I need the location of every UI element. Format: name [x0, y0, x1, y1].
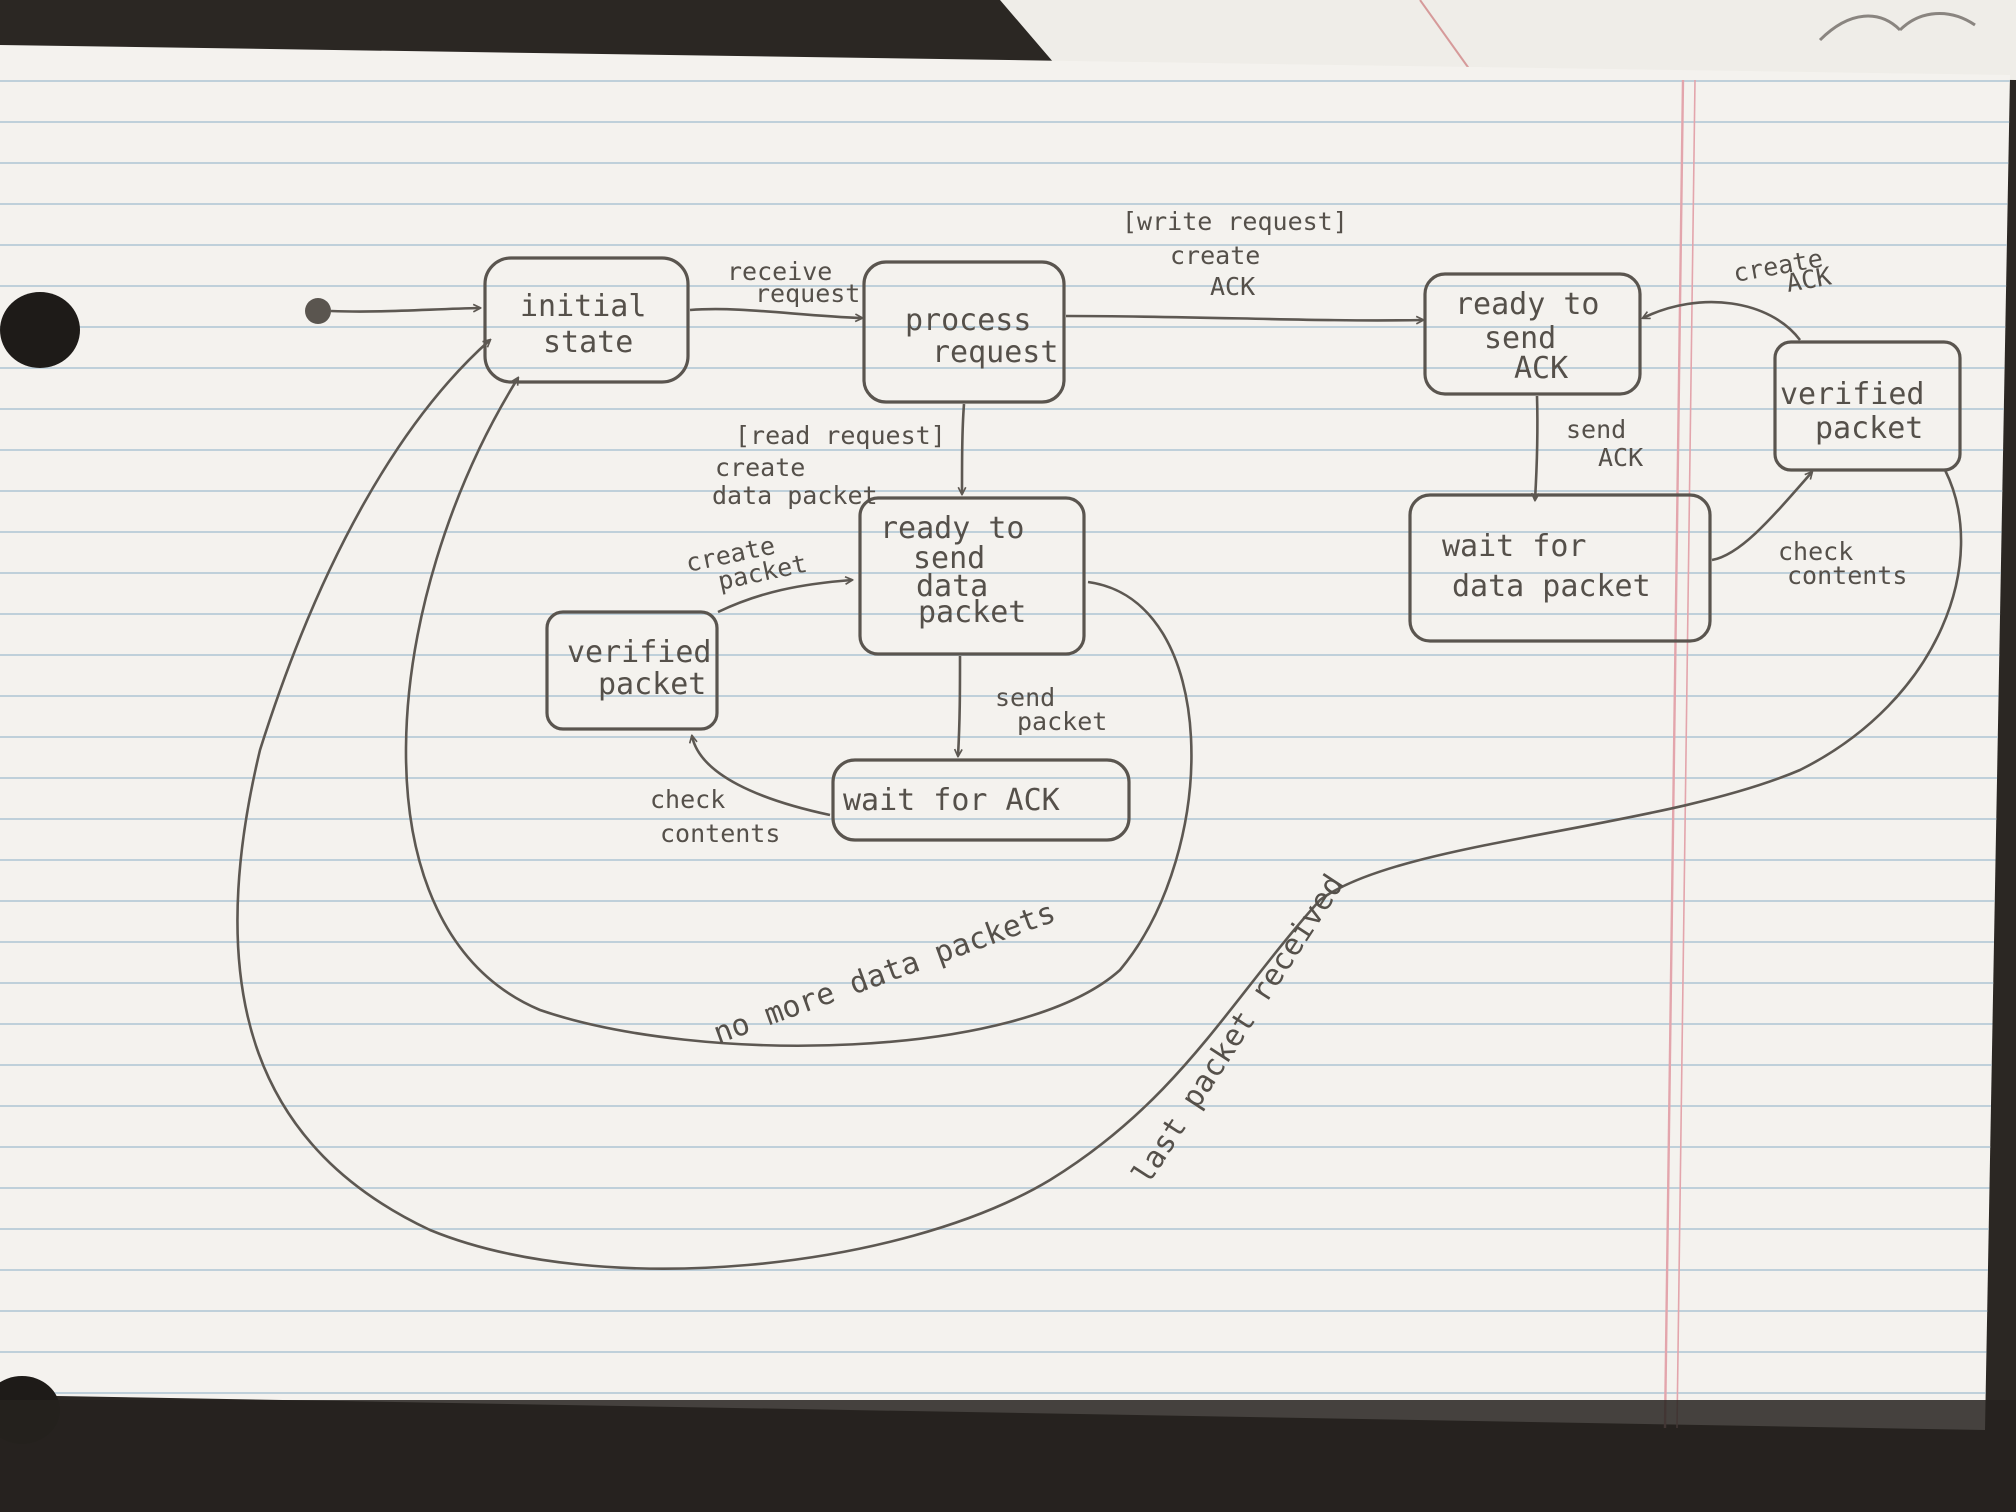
- label-read-request-2: create: [715, 453, 805, 482]
- arrow-no-more-data-packets: [404, 378, 1193, 1047]
- state-wait-data-line1: wait for: [1442, 529, 1587, 564]
- arrow-process-to-ready-ack: [1065, 314, 1423, 320]
- state-box-verified-packet-left: [545, 610, 719, 731]
- arrow-verified-to-ready-ack: [1643, 300, 1802, 341]
- state-ready-ack-line3: ACK: [1514, 351, 1568, 386]
- notebook-paper: [0, 45, 2016, 1512]
- arrow-process-to-ready-data: [962, 403, 964, 494]
- state-initial-line1: initial: [520, 289, 646, 324]
- arrow-wait-ack-to-verified: [692, 736, 831, 817]
- state-box-wait-for-ack: [831, 758, 1131, 842]
- state-box-ready-to-send-data: [858, 496, 1086, 656]
- state-ready-ack-line2: send: [1484, 321, 1556, 356]
- state-wait-data-line2: data packet: [1452, 569, 1651, 604]
- state-ready-data-line3: data: [916, 569, 988, 604]
- state-ready-data-line4: packet: [918, 595, 1026, 630]
- start-node: [305, 298, 331, 324]
- state-process-line2: request: [932, 335, 1058, 370]
- state-ready-ack-line1: ready to: [1455, 287, 1600, 322]
- state-box-initial: [483, 256, 690, 384]
- state-box-verified-packet-right: [1773, 340, 1962, 472]
- arrow-initial-to-process: [689, 307, 862, 318]
- arrow-ready-data-to-wait-ack: [958, 655, 960, 756]
- state-ready-data-line1: ready to: [880, 511, 1025, 546]
- state-wait-ack-line1: wait for ACK: [843, 783, 1060, 818]
- label-write-request-3: ACK: [1210, 272, 1255, 301]
- state-verified-left-line1: verified: [567, 635, 712, 670]
- arrow-start-to-initial: [330, 308, 480, 313]
- arrow-last-packet-received: [236, 340, 1963, 1270]
- arrow-ready-ack-to-wait-data: [1535, 395, 1537, 500]
- arrow-wait-data-to-verified: [1711, 472, 1812, 562]
- label-send-ack-2: ACK: [1598, 443, 1643, 472]
- label-check-contents-right-2: contents: [1787, 561, 1907, 590]
- label-read-request-3: data packet: [712, 481, 878, 510]
- label-receive-request-2: request: [755, 279, 860, 308]
- state-verified-left-line2: packet: [598, 667, 706, 702]
- state-process-line1: process: [905, 303, 1031, 338]
- arrow-verified-to-ready-data: [717, 580, 852, 614]
- label-send-packet-2: packet: [1017, 707, 1107, 736]
- state-box-ready-to-send-ack: [1423, 272, 1642, 396]
- label-check-contents-left-1: check: [650, 785, 725, 814]
- label-write-request-1: [write request]: [1122, 207, 1348, 236]
- label-check-contents-left-2: contents: [660, 819, 780, 848]
- label-write-request-2: create: [1170, 241, 1260, 270]
- punch-hole-top: [0, 292, 80, 368]
- label-check-contents-right-1: check: [1778, 537, 1853, 566]
- label-read-request-1: [read request]: [735, 421, 946, 450]
- state-box-wait-for-data-packet: [1408, 493, 1712, 643]
- state-initial-line2: state: [543, 325, 633, 360]
- label-receive-request-1: receive: [727, 257, 832, 286]
- state-ready-data-line2: send: [913, 541, 985, 576]
- label-send-packet-1: send: [995, 683, 1055, 712]
- state-verified-right-line1: verified: [1780, 377, 1925, 412]
- state-box-process-request: [862, 260, 1066, 404]
- label-send-ack-1: send: [1566, 415, 1626, 444]
- state-verified-right-line2: packet: [1815, 411, 1923, 446]
